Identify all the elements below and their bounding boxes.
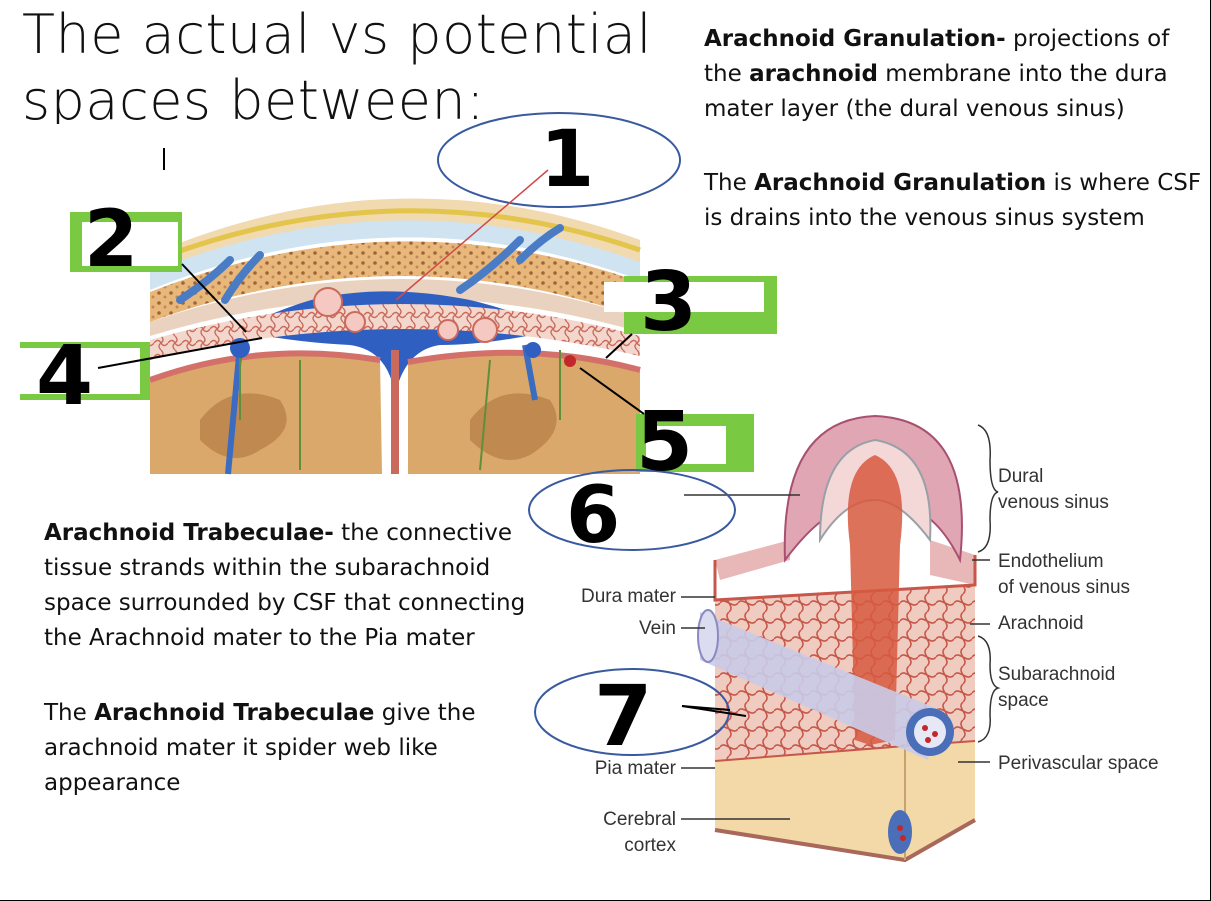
number-2: 2 bbox=[84, 195, 138, 285]
handwritten-numbers: 1 2 3 4 5 6 7 bbox=[36, 115, 697, 765]
ellipse-1 bbox=[437, 112, 681, 208]
label-dural: Dural bbox=[998, 466, 1043, 487]
red-pointer-line bbox=[395, 169, 549, 301]
granulation-note-term: Arachnoid Granulation bbox=[754, 170, 1047, 196]
number-1: 1 bbox=[540, 115, 594, 205]
annotation-ellipses bbox=[437, 112, 736, 756]
page-title: The actual vs potential spaces between: bbox=[22, 2, 702, 124]
number-5: 5 bbox=[636, 395, 693, 490]
trabeculae-note-pre: The bbox=[44, 700, 95, 726]
trabeculae-note-post: give the arachnoid mater it spider web l… bbox=[44, 700, 476, 796]
label-venous-sinus: venous sinus bbox=[998, 492, 1109, 513]
title-line-2: spaces between: bbox=[22, 69, 485, 124]
label-vein: Vein bbox=[639, 618, 676, 639]
number-4: 4 bbox=[36, 329, 93, 424]
trabeculae-definition: Arachnoid Trabeculae- the connective tis… bbox=[44, 516, 564, 656]
label-pia-mater: Pia mater bbox=[595, 758, 677, 779]
ellipse-7 bbox=[534, 668, 730, 756]
trabeculae-def-rest: the connective tissue strands within the… bbox=[44, 520, 526, 651]
label-arachnoid: Arachnoid bbox=[998, 613, 1084, 634]
granulation-def-part2: membrane into the dura mater layer (the … bbox=[704, 61, 1168, 122]
title-line-1: The actual vs potential bbox=[22, 3, 652, 66]
term-arachnoid-granulation: Arachnoid Granulation- bbox=[704, 26, 1006, 52]
label-endothelium: Endothelium bbox=[998, 551, 1104, 572]
label-dura-mater: Dura mater bbox=[581, 586, 677, 607]
pointer-lines bbox=[97, 263, 747, 717]
label-space: space bbox=[998, 690, 1049, 711]
trabeculae-note: The Arachnoid Trabeculae give the arachn… bbox=[44, 696, 504, 801]
term-arachnoid: arachnoid bbox=[749, 61, 878, 87]
meninges-coronal-diagram bbox=[148, 140, 641, 475]
label-cerebral: Cerebral bbox=[603, 809, 676, 830]
ellipse-6 bbox=[528, 469, 736, 551]
number-7: 7 bbox=[594, 667, 652, 765]
granulation-def-part1: projections of the bbox=[704, 26, 1170, 87]
label-perivascular-space: Perivascular space bbox=[998, 753, 1159, 774]
label-of-venous-sinus: of venous sinus bbox=[998, 577, 1130, 598]
arachnoid-granulation-diagram: Dura mater Vein Pia mater Cerebral corte… bbox=[581, 414, 1159, 863]
granulation-definition: Arachnoid Granulation- projections of th… bbox=[704, 22, 1194, 127]
label-cortex: cortex bbox=[624, 835, 676, 856]
label-subarachnoid: Subarachnoid bbox=[998, 664, 1115, 685]
number-3: 3 bbox=[640, 255, 697, 350]
granulation-note: The Arachnoid Granulation is where CSF i… bbox=[704, 166, 1204, 236]
term-arachnoid-trabeculae: Arachnoid Trabeculae- bbox=[44, 520, 334, 546]
number-6: 6 bbox=[566, 471, 620, 561]
granulation-note-post: is where CSF is drains into the venous s… bbox=[704, 170, 1202, 231]
trabeculae-note-term: Arachnoid Trabeculae bbox=[94, 700, 375, 726]
hidden-label-boxes bbox=[20, 212, 777, 472]
artery-dot bbox=[564, 355, 576, 367]
granulation-note-pre: The bbox=[704, 170, 755, 196]
